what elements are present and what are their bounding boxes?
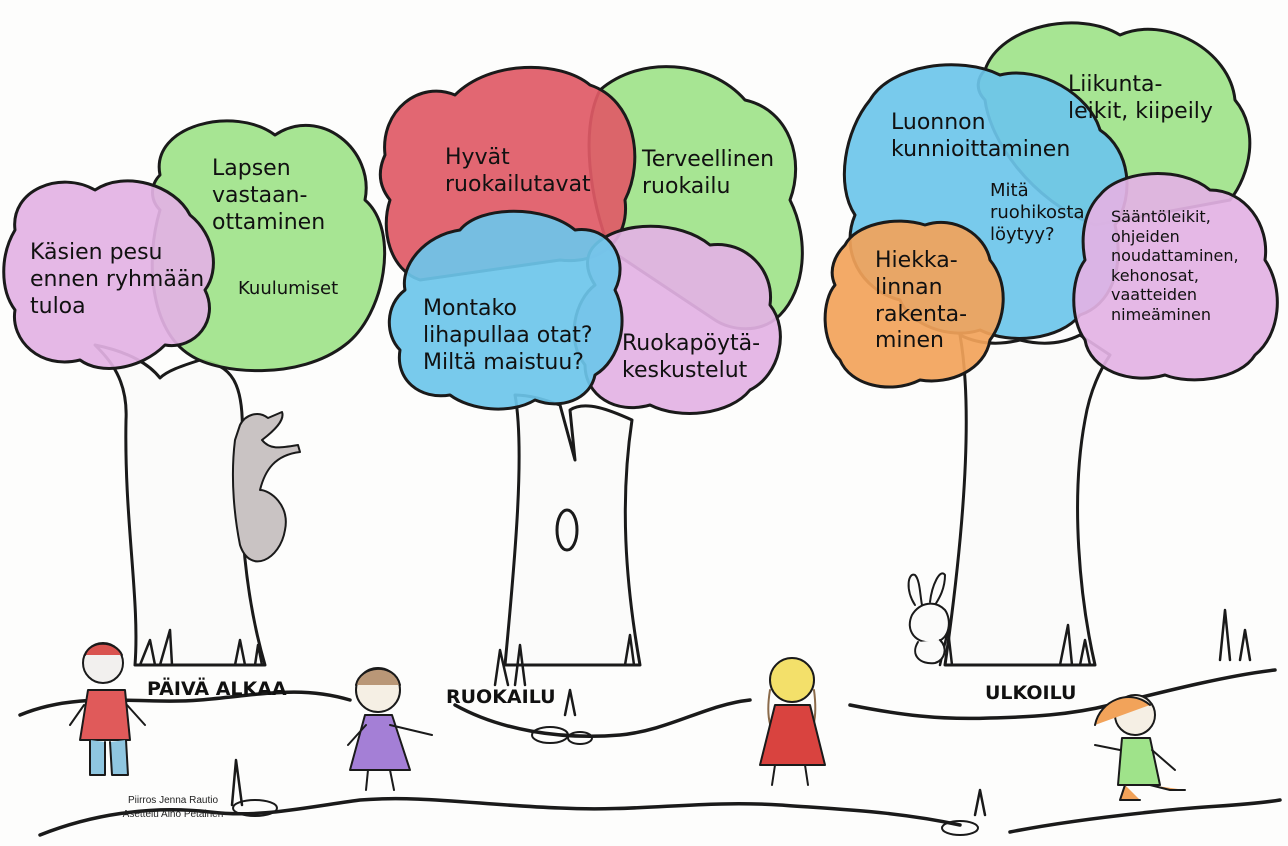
child-3-illustration [759, 657, 826, 786]
bubble-text-hyvat-ruokailutavat: Hyvät ruokailutavat [445, 145, 591, 197]
tree-2-bubble-blue [387, 209, 624, 411]
section-label-ulkoilu: ULKOILU [985, 682, 1077, 704]
bubble-text-kasien-pesu: Käsien pesu ennen ryhmään tuloa [30, 240, 205, 319]
section-label-paiva-alkaa: PÄIVÄ ALKAA [147, 678, 287, 700]
ground-lines [18, 668, 1282, 837]
tree-3-bubble-pink [1072, 172, 1279, 382]
squirrel-illustration [231, 411, 301, 563]
tree-3-trunk [943, 333, 1112, 667]
bubble-text-kuulumiset: Kuulumiset [238, 278, 339, 299]
stones [232, 726, 979, 836]
bubble-text-luonnon-kunnioittaminen: Luonnon kunnioittaminen [891, 110, 1071, 162]
child-2-illustration [347, 667, 433, 791]
bubble-text-lapsen-vastaanottaminen: Lapsen vastaan- ottaminen [212, 156, 326, 235]
bubble-text-mita-ruohikosta: Mitä ruohikosta löytyy? [990, 180, 1085, 245]
tree-1-bubble-pink [2, 179, 215, 370]
tree-2-trunk [503, 393, 642, 667]
rabbit-illustration [907, 572, 950, 665]
section-label-ruokailu: RUOKAILU [446, 686, 556, 708]
child-4-illustration [1094, 694, 1186, 801]
tree-3-bubble-orange [823, 219, 1005, 389]
bubble-text-terveellinen-ruokailu: Terveellinen ruokailu [642, 147, 775, 199]
bubble-text-montako-lihapullaa: Montako lihapullaa otat? Miltä maistuu? [423, 296, 593, 375]
bubble-text-saantoleikit: Sääntöleikit, ohjeiden noudattaminen, ke… [1111, 207, 1239, 324]
child-1-illustration [69, 642, 146, 776]
bubble-text-liikuntaleikit: Liikunta- leikit, kiipeily [1068, 72, 1213, 124]
bubble-text-hiekkalinnan: Hiekka- linnan rakenta- minen [875, 248, 968, 354]
bubble-text-ruokapoyta-keskustelut: Ruokapöytä- keskustelut [622, 331, 761, 383]
illustration-credit: Piirros Jenna Rautio Asettelu Aino Petäi… [122, 795, 224, 820]
